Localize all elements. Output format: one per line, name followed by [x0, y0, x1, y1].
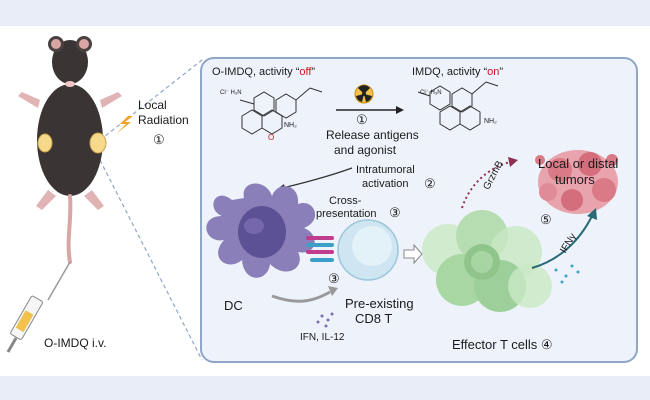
tumor-label-1: Local or distal — [538, 156, 619, 171]
step-one-panel: ① — [356, 112, 368, 127]
release-label-2: and agonist — [334, 143, 397, 157]
radiation-icon — [354, 84, 374, 104]
bottom-band — [0, 376, 650, 400]
chem-oxide: O — [268, 133, 275, 142]
step-five: ⑤ — [540, 212, 552, 227]
syringe-illustration — [6, 261, 71, 353]
step-two: ② — [424, 176, 436, 191]
top-band — [0, 0, 650, 26]
cytokine-arrow — [271, 290, 331, 303]
ifng-dots — [554, 264, 580, 284]
tumor-mass — [535, 150, 618, 214]
effector-t-cells — [422, 210, 552, 312]
step-one-mouse: ① — [153, 132, 165, 147]
effector-label: Effector T cells ④ — [452, 337, 553, 352]
grzmb-arrow — [461, 161, 511, 209]
oimdq-title: O-IMDQ, activity “off” — [212, 66, 316, 78]
cytokines-label: IFN, IL-12 — [300, 332, 345, 343]
preexisting-label: Pre-existing — [345, 296, 414, 311]
chem-counterion-left: Cl⁻ H₃N — [220, 90, 242, 96]
imdq-title: IMDQ, activity “on” — [412, 66, 504, 78]
activation-arrow — [281, 167, 353, 189]
step-three-b: ③ — [328, 271, 340, 286]
activation-label: activation — [362, 178, 409, 190]
tumor-label-2: tumors — [555, 172, 595, 187]
cytokine-arrowhead — [328, 286, 338, 296]
ifng-arrowhead — [587, 208, 597, 220]
mouse-illustration — [18, 36, 122, 264]
injection-label: O-IMDQ i.v. — [44, 336, 107, 350]
cd8-label: CD8 T — [355, 311, 393, 326]
oimdq-off-state: off — [299, 66, 312, 78]
step-four: ④ — [540, 337, 553, 352]
dc-label: DC — [224, 298, 243, 313]
local-radiation-label: Local Radiation — [138, 98, 189, 127]
chem-nh2-right: NH₂ — [484, 118, 497, 125]
zoom-line-bottom — [99, 159, 203, 361]
step-three-a: ③ — [389, 205, 401, 220]
imdq-on-state: on — [487, 66, 500, 78]
reaction-arrowhead — [396, 106, 404, 114]
oimdq-structure — [239, 87, 323, 135]
imdq-structure — [417, 81, 499, 131]
dendritic-cell — [206, 183, 316, 278]
cd8-t-cell — [337, 219, 399, 281]
cytokine-dots — [316, 312, 334, 328]
ifng-arrow — [531, 215, 593, 269]
cross-label: Cross- — [329, 195, 362, 207]
presentation-label: presentation — [316, 208, 377, 220]
chem-counterion-right: Cl⁻ H₃N — [420, 90, 442, 96]
release-label: Release antigens — [326, 128, 419, 142]
grzmb-arrowhead — [508, 157, 518, 167]
intratumoral-label: Intratumoral — [356, 164, 415, 176]
chem-nh2-left: NH₂ — [284, 122, 297, 129]
zoom-line-top — [99, 59, 203, 141]
mhc-tcr-complex — [306, 236, 334, 262]
expansion-arrow — [403, 243, 423, 265]
lightning-icon — [116, 116, 133, 134]
